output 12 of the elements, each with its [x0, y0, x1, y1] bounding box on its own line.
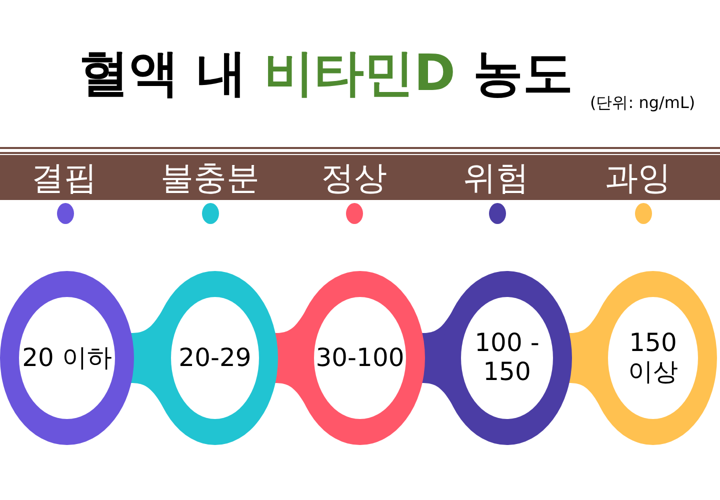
- unit-note: (단위: ng/mL): [590, 94, 696, 112]
- range-text: 30-100: [315, 344, 405, 372]
- category-label: 불충분: [160, 161, 260, 194]
- category-label: 정상: [321, 161, 387, 194]
- category-label: 과잉: [605, 161, 671, 194]
- range-text: 20 이하: [22, 344, 112, 372]
- category-label: 위험: [463, 161, 529, 194]
- range-text: 150 이상: [628, 329, 678, 387]
- category-label: 결핍: [31, 161, 97, 194]
- title: 혈액 내 비타민D 농도: [79, 47, 573, 100]
- range-text: 100 - 150: [474, 329, 540, 387]
- range-text: 20-29: [178, 344, 252, 372]
